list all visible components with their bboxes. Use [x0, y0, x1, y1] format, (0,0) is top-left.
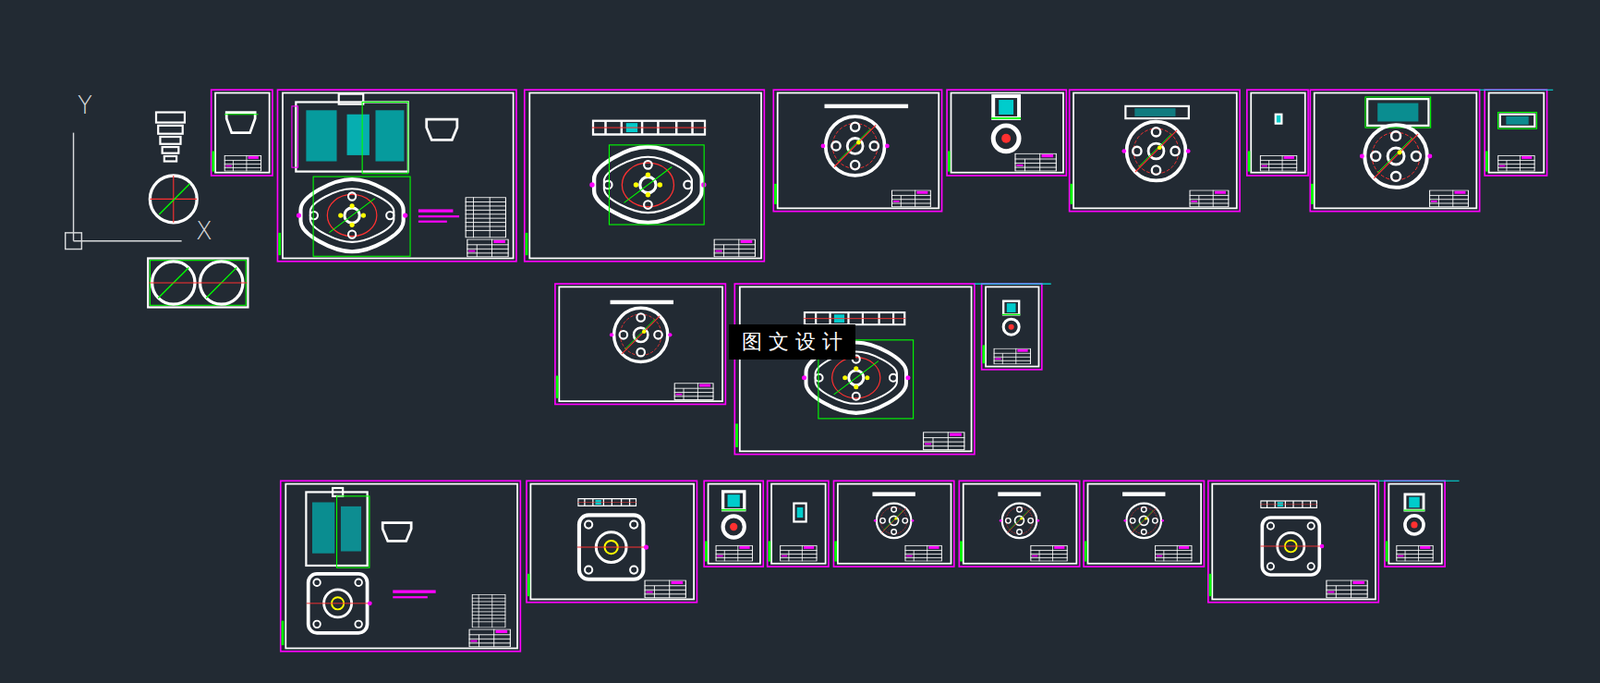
axis-label: X [195, 218, 213, 243]
sheet-frames [211, 89, 1554, 652]
loose-parts [147, 112, 248, 308]
watermark: 图 文 设 计 [728, 324, 856, 360]
axis-label: Y [77, 93, 93, 118]
ucs-icon [65, 133, 182, 250]
part-drawings [224, 94, 1538, 633]
title-blocks [224, 153, 1536, 648]
